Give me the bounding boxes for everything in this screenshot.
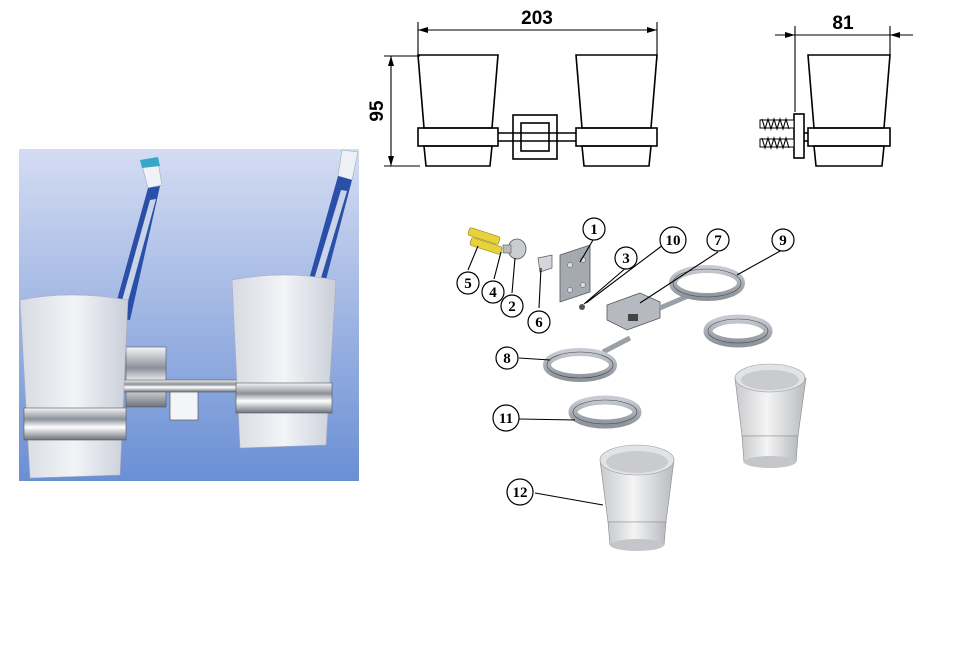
callout-7: 7 xyxy=(706,228,730,252)
part-set-screw xyxy=(579,304,585,310)
callout-12: 12 xyxy=(506,478,534,506)
height-label: 95 xyxy=(367,100,388,122)
callout-8: 8 xyxy=(495,346,519,370)
svg-text:7: 7 xyxy=(714,233,722,249)
svg-text:11: 11 xyxy=(499,411,513,427)
svg-text:6: 6 xyxy=(535,315,543,331)
toothbrush-left xyxy=(112,157,163,320)
callout-9: 9 xyxy=(771,228,795,252)
toothbrush-right xyxy=(306,149,359,295)
part-ring-right xyxy=(703,314,773,348)
callout-4: 4 xyxy=(481,280,505,304)
glass-cup-right xyxy=(231,274,337,449)
front-view-drawing: 203 95 xyxy=(367,8,658,167)
svg-text:9: 9 xyxy=(779,233,787,249)
part-anchors xyxy=(467,227,503,255)
part-ring-left xyxy=(543,348,617,382)
side-view-drawing: 81 xyxy=(759,13,913,167)
holder-bracket xyxy=(119,346,271,421)
svg-text:5: 5 xyxy=(464,276,472,292)
glass-cup-left xyxy=(19,294,129,479)
part-screw-set xyxy=(537,254,553,273)
svg-text:2: 2 xyxy=(508,299,516,315)
product-photo xyxy=(19,149,359,481)
depth-label: 81 xyxy=(832,13,854,34)
part-ring-upper-right xyxy=(669,265,745,301)
part-cup-front xyxy=(599,444,675,551)
exploded-view: 1 2 3 4 5 6 7 8 9 10 11 12 xyxy=(456,217,807,551)
part-cup-right xyxy=(734,363,807,468)
svg-text:3: 3 xyxy=(622,251,630,267)
callout-3: 3 xyxy=(614,246,638,270)
anchor-screws xyxy=(759,117,795,150)
svg-text:10: 10 xyxy=(666,233,681,249)
width-label: 203 xyxy=(521,8,553,29)
svg-text:12: 12 xyxy=(513,485,528,501)
callout-6: 6 xyxy=(527,310,551,334)
callout-1: 1 xyxy=(582,217,606,241)
callout-10: 10 xyxy=(659,226,687,254)
leader-lines xyxy=(467,239,783,506)
callout-11: 11 xyxy=(492,404,520,432)
svg-text:4: 4 xyxy=(489,285,497,301)
part-center-block xyxy=(606,292,661,331)
part-ring-lower xyxy=(568,395,642,429)
callout-2: 2 xyxy=(500,294,524,318)
svg-text:8: 8 xyxy=(503,351,511,367)
callout-5: 5 xyxy=(456,271,480,295)
svg-text:1: 1 xyxy=(590,222,598,238)
